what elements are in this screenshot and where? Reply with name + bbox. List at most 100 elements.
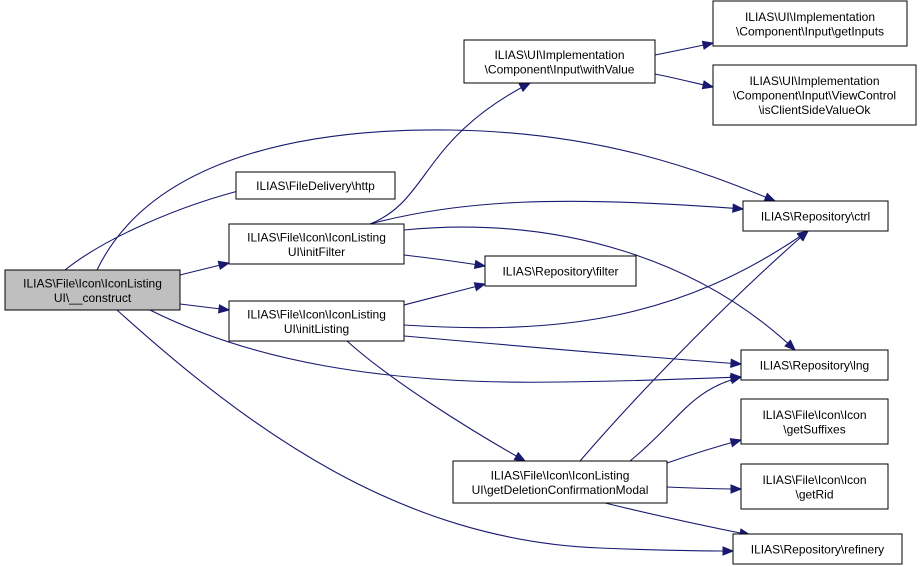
edge-arrowhead: [763, 192, 777, 202]
edge-getdeletionconfirmationmodal-to-repo_ctrl: [579, 230, 810, 462]
node-getrid[interactable]: ILIAS\File\Icon\Icon\getRid: [740, 463, 889, 510]
edge-line: [116, 309, 734, 552]
edge-line: [346, 340, 526, 462]
edge-initfilter-to-withvalue: [369, 82, 532, 225]
edge-getdeletionconfirmationmodal-to-repo_lng: [629, 375, 743, 462]
edge-getdeletionconfirmationmodal-to-getrid: [666, 484, 743, 494]
edge-withvalue-to-isclientsidevalueok: [654, 73, 715, 90]
node-label-line: ILIAS\File\Icon\IconListing: [491, 468, 630, 482]
node-label-line: UI\initListing: [284, 322, 349, 336]
node-label-line: ILIAS\File\Icon\IconListing: [247, 307, 386, 321]
node-label-line: \Component\Input\ViewControl: [733, 89, 896, 103]
edge-arrowhead: [730, 358, 743, 369]
edge-arrowhead: [729, 375, 743, 385]
edge-line: [629, 376, 742, 462]
node-label-line: ILIAS\Repository\filter: [502, 265, 618, 279]
edge-line: [604, 502, 751, 536]
node-label-line: ILIAS\Repository\refinery: [751, 543, 884, 557]
edge-getdeletionconfirmationmodal-to-repo_refinery: [604, 502, 752, 538]
node-construct: ILIAS\File\Icon\IconListingUI\__construc…: [4, 269, 181, 311]
edge-arrowhead: [513, 451, 527, 462]
node-repo-filter[interactable]: ILIAS\Repository\filter: [484, 255, 637, 287]
edges-layer: [64, 40, 810, 556]
edge-line: [403, 230, 809, 329]
node-filedelivery-http[interactable]: ILIAS\FileDelivery\http: [235, 171, 396, 200]
node-getdeletionconfirmationmodal[interactable]: ILIAS\File\Icon\IconListingUI\getDeletio…: [452, 460, 668, 504]
node-box: [740, 398, 889, 445]
node-label-line: UI\initFilter: [288, 245, 345, 259]
node-initlisting[interactable]: ILIAS\File\Icon\IconListingUI\initListin…: [228, 300, 405, 342]
edge-line: [403, 254, 486, 267]
node-label-line: \getSuffixes: [783, 422, 845, 436]
node-label-line: ILIAS\File\Icon\IconListing: [23, 276, 162, 290]
edge-line: [666, 439, 742, 464]
node-repo-lng[interactable]: ILIAS\Repository\lng: [740, 349, 889, 381]
node-label-line: ILIAS\File\Icon\Icon: [762, 408, 866, 422]
edge-withvalue-to-getinputs: [654, 40, 715, 56]
node-getsuffixes[interactable]: ILIAS\File\Icon\Icon\getSuffixes: [740, 398, 889, 445]
node-label-line: ILIAS\FileDelivery\http: [256, 179, 375, 193]
node-label-line: ILIAS\UI\Implementation: [494, 48, 624, 62]
edge-initlisting-to-repo_lng: [403, 335, 743, 369]
edge-arrowhead: [730, 484, 743, 494]
node-label-line: ILIAS\File\Icon\IconListing: [247, 230, 386, 244]
node-withvalue[interactable]: ILIAS\UI\Implementation\Component\Input\…: [463, 39, 656, 84]
nodes-layer: ILIAS\File\Icon\IconListingUI\__construc…: [4, 0, 917, 565]
edge-line: [149, 309, 742, 383]
node-box: [484, 255, 637, 287]
node-label-line: \Component\Input\getInputs: [736, 24, 884, 38]
node-box: [742, 200, 889, 232]
node-repo-refinery[interactable]: ILIAS\Repository\refinery: [732, 533, 903, 565]
edge-line: [403, 226, 796, 351]
edge-arrowhead: [701, 80, 715, 90]
edge-construct-to-initfilter: [179, 260, 231, 276]
node-label-line: UI\getDeletionConfirmationModal: [472, 483, 649, 497]
edge-line: [96, 129, 776, 271]
edge-line: [403, 335, 742, 365]
edge-arrowhead: [518, 82, 532, 93]
node-label-line: ILIAS\UI\Implementation: [745, 10, 875, 24]
edge-arrowhead: [473, 259, 487, 270]
edge-initfilter-to-repo_lng: [403, 226, 796, 351]
node-box: [228, 223, 405, 265]
edge-construct-to-filedelivery_http: [64, 185, 252, 271]
node-label-line: \getRid: [795, 487, 833, 501]
edge-construct-to-repo_ctrl: [96, 129, 777, 271]
node-label-line: ILIAS\File\Icon\Icon: [762, 473, 866, 487]
node-isclientsidevalueok[interactable]: ILIAS\UI\Implementation\Component\Input\…: [712, 64, 917, 126]
node-label-line: \isClientSideValueOk: [759, 103, 872, 117]
node-box: [4, 269, 181, 311]
node-box: [228, 300, 405, 342]
edge-construct-to-initlisting: [179, 303, 231, 314]
edge-arrowhead: [784, 339, 796, 351]
node-box: [235, 171, 396, 200]
node-box: [452, 460, 668, 504]
edge-initlisting-to-repo_filter: [403, 282, 487, 306]
node-label-line: ILIAS\Repository\lng: [760, 359, 869, 373]
node-box: [712, 0, 908, 47]
node-box: [712, 64, 917, 126]
node-repo-ctrl[interactable]: ILIAS\Repository\ctrl: [742, 200, 889, 232]
node-label-line: UI\__construct: [54, 291, 132, 305]
node-label-line: ILIAS\Repository\ctrl: [761, 210, 870, 224]
edge-initfilter-to-repo_filter: [403, 254, 487, 270]
edge-arrowhead: [218, 304, 231, 314]
edge-line: [64, 187, 251, 271]
edge-arrowhead: [217, 260, 231, 271]
edge-initfilter-to-repo_ctrl: [369, 200, 745, 225]
node-getinputs[interactable]: ILIAS\UI\Implementation\Component\Input\…: [712, 0, 908, 47]
edge-line: [403, 283, 486, 306]
node-box: [740, 349, 889, 381]
edge-arrowhead: [732, 203, 745, 213]
edge-initlisting-to-getdeletionconfirmationmodal: [346, 340, 527, 462]
edge-construct-to-repo_refinery: [116, 309, 735, 556]
edge-line: [369, 200, 744, 225]
node-box: [732, 533, 903, 565]
edge-line: [666, 486, 742, 490]
edge-line: [579, 230, 809, 462]
node-label-line: \Component\Input\withValue: [485, 62, 635, 76]
node-box: [740, 463, 889, 510]
edge-arrowhead: [796, 230, 810, 242]
node-label-line: ILIAS\UI\Implementation: [749, 74, 879, 88]
